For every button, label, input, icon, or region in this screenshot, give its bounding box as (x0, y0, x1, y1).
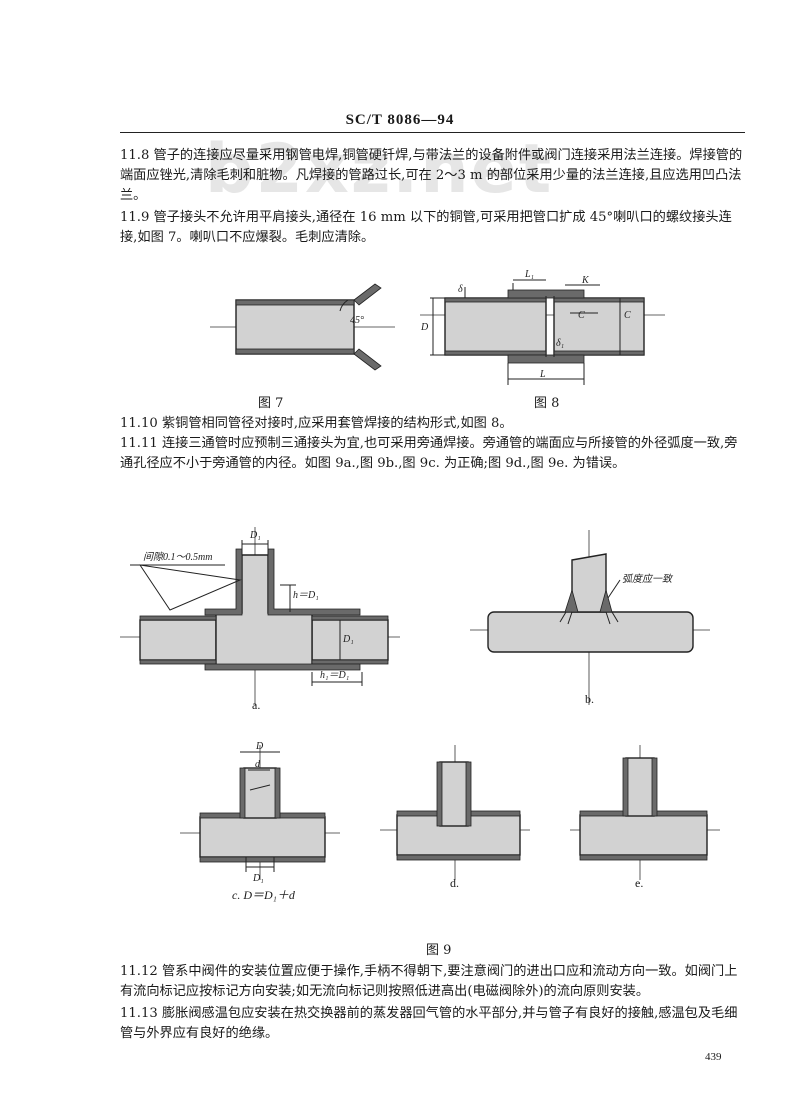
section-11-10: 11.10 紫铜管相同管径对接时,应采用套管焊接的结构形式,如图 8。 (120, 414, 745, 434)
fig9b-note-label: 弧度应一致 (622, 573, 674, 585)
figure-9c-drawing: D d D₁ (180, 741, 340, 884)
paragraph-11-9: 11.9 管子接头不允许用平肩接头,通径在 16 mm 以下的铜管,可采用把管口… (120, 210, 732, 245)
figure-8-caption: 图 8 (534, 396, 560, 411)
section-11-13: 11.13 膨胀阀感温包应安装在热交换器前的蒸发器回气管的水平部分,并与管子有良… (120, 1004, 745, 1044)
section-11-8: 11.8 管子的连接应尽量采用钢管电焊,铜管硬钎焊,与带法兰的设备附件或阀门连接… (120, 146, 745, 206)
figure-9d-drawing (380, 745, 530, 880)
fig8-K-label: K (581, 275, 590, 286)
figure-7-drawing: 45° (210, 283, 395, 371)
fig9a-h-label: h＝D₁ (293, 590, 319, 601)
paragraph-11-13: 11.13 膨胀阀感温包应安装在热交换器前的蒸发器回气管的水平部分,并与管子有良… (120, 1006, 738, 1041)
figure-9e-label: e. (635, 876, 644, 890)
fig8-C-arrow-label: C (578, 310, 585, 321)
watermark: b2xz.net (205, 130, 554, 209)
figure-7-caption: 图 7 (258, 396, 284, 411)
paragraph-11-11: 11.11 连接三通管时应预制三通接头为宜,也可采用旁通焊接。旁通管的端面应与所… (120, 436, 738, 471)
fig8-delta1-label: δ₁ (556, 338, 564, 349)
paragraph-11-10: 11.10 紫铜管相同管径对接时,应采用套管焊接的结构形式,如图 8。 (120, 416, 513, 431)
fig8-D-label: D (420, 322, 429, 333)
figure-9b-label: b. (585, 692, 594, 706)
fig9c-d-label: d (255, 759, 261, 770)
figure-9-caption: 图 9 (426, 943, 452, 958)
paragraph-11-12: 11.12 管系中阀件的安装位置应便于操作,手柄不得朝下,要注意阀门的进出口应和… (120, 964, 738, 999)
section-11-9: 11.9 管子接头不允许用平肩接头,通径在 16 mm 以下的铜管,可采用把管口… (120, 208, 745, 248)
fig9c-D1-label: D₁ (252, 873, 264, 884)
figure-9a-drawing: D₁ h＝D₁ D₁ h₁＝D₁ 间隙0.1～0.5mm (120, 527, 400, 705)
page-header: SC/T 8086—94 (345, 112, 455, 128)
section-11-12: 11.12 管系中阀件的安装位置应便于操作,手柄不得朝下,要注意阀门的进出口应和… (120, 962, 745, 1002)
fig9a-gap-label: 间隙0.1～0.5mm (143, 551, 212, 563)
fig8-L1-label: L₁ (524, 269, 534, 280)
figure-9b-drawing: 弧度应一致 (470, 530, 710, 705)
fig8-L-label: L (539, 369, 546, 380)
fig9a-D1-side-label: D₁ (342, 634, 354, 645)
figure-8-drawing: L₁ K δ D C C δ₁ L (420, 269, 665, 385)
page-number: 439 (705, 1051, 722, 1063)
figure-9d-label: d. (450, 876, 459, 890)
figure-9e-drawing (570, 745, 720, 880)
fig8-delta-label: δ (458, 284, 463, 295)
paragraph-11-8: 11.8 管子的连接应尽量采用钢管电焊,铜管硬钎焊,与带法兰的设备附件或阀门连接… (120, 148, 743, 203)
figure-9c-label: c. D＝D₁＋d (232, 888, 295, 902)
figure-9a-label: a. (252, 698, 261, 712)
section-11-11: 11.11 连接三通管时应预制三通接头为宜,也可采用旁通焊接。旁通管的端面应与所… (120, 434, 745, 474)
fig9c-D-label: D (255, 741, 264, 752)
fig9a-D1-top-label: D₁ (249, 530, 261, 541)
fig8-C-label: C (624, 310, 631, 321)
fig9a-h1-label: h₁＝D₁ (320, 670, 349, 681)
fig7-angle-label: 45° (350, 315, 364, 326)
header-rule (120, 132, 745, 133)
